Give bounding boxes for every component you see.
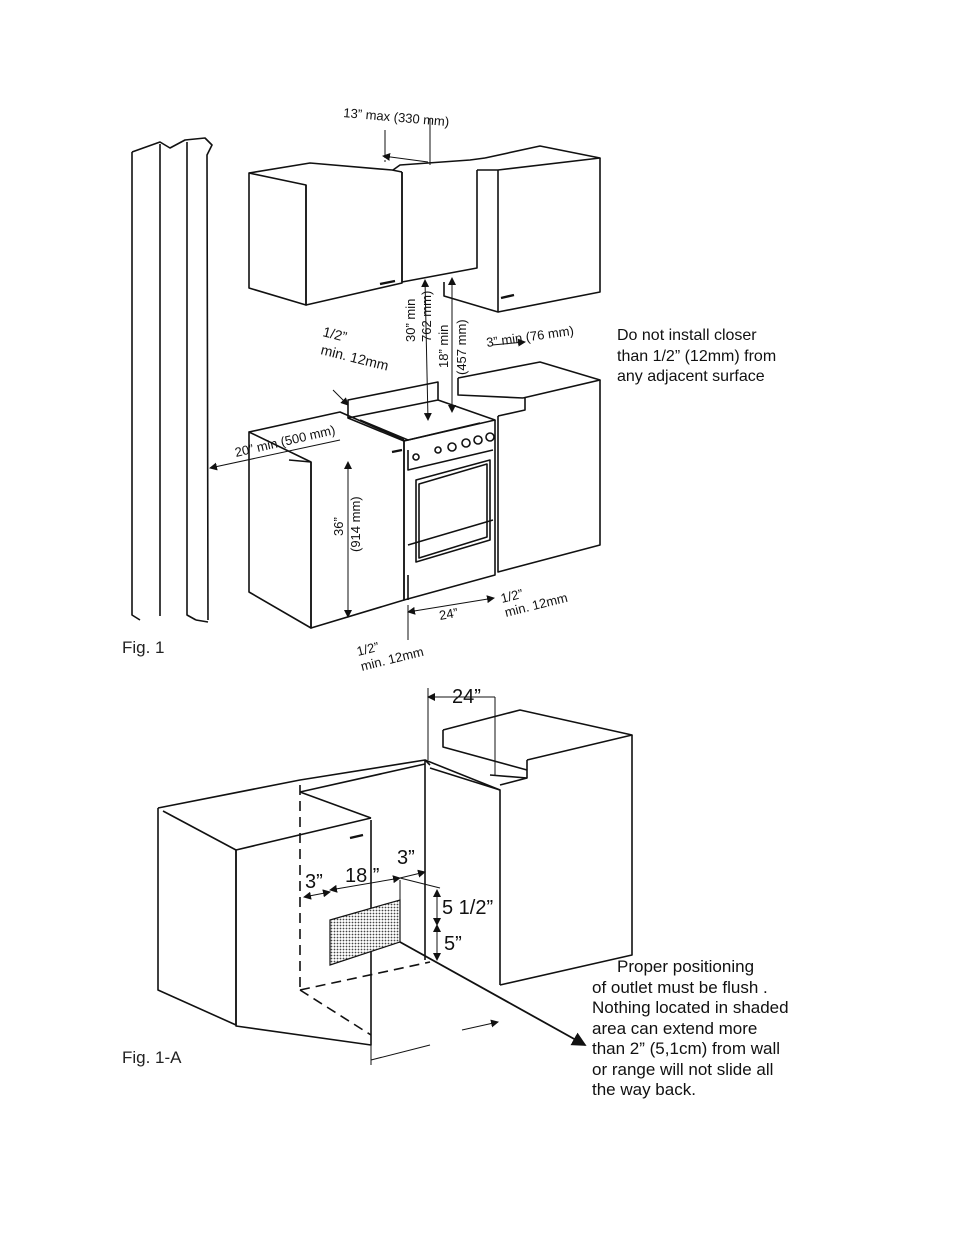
dim-right-gap-a: 1/2” bbox=[499, 586, 524, 606]
fig1a-left-cabinet bbox=[157, 759, 431, 1046]
fig1-note: Do not install closer than 1/2” (12mm) f… bbox=[617, 326, 776, 388]
fig1a-caption: Fig. 1-A bbox=[122, 1048, 182, 1067]
fig1-note-line: any adjacent surface bbox=[617, 368, 765, 385]
fig1-dimension-lines bbox=[209, 152, 526, 640]
fig1a-note-line: area can extend more bbox=[592, 1018, 758, 1038]
dim-hood-gap: 13” max (330 mm) bbox=[343, 105, 450, 129]
fig1a-dim-width: 24” bbox=[452, 686, 481, 708]
upper-cabinets bbox=[248, 118, 601, 313]
range-drawing bbox=[347, 381, 496, 601]
fig1a-dimension-lines bbox=[303, 688, 587, 1065]
dim-side-gap-b: min. 12mm bbox=[319, 341, 390, 373]
dim-cabinet-clearance-b: 762 mm) bbox=[419, 291, 434, 342]
dim-back-min: 3” min (76 mm) bbox=[485, 323, 574, 350]
fig1a-dim-left: 3” bbox=[305, 871, 323, 893]
fig1-note-line: than 1/2” (12mm) from bbox=[617, 347, 777, 365]
fig1a-dim-bottom: 5” bbox=[444, 933, 462, 955]
dim-left-gap-a: 1/2” bbox=[355, 639, 380, 659]
fig1a-dim-right: 3” bbox=[397, 847, 415, 869]
fig1a-note: Proper positioning of outlet must be flu… bbox=[592, 957, 789, 1101]
fig1a-note-line: or range will not slide all bbox=[592, 1059, 774, 1079]
fig1a-right-cabinet bbox=[424, 709, 633, 986]
fig1a-drawing bbox=[157, 709, 633, 1046]
fig1a-wall-outline bbox=[299, 785, 431, 1036]
fig1a-note-line: Proper positioning bbox=[617, 957, 755, 976]
fig1-note-line: Do not install closer bbox=[617, 327, 757, 344]
fig1a-dim-outlet-width: 18 ” bbox=[345, 865, 379, 887]
dim-side-gap-a: 1/2” bbox=[321, 323, 349, 344]
dim-height-b: (914 mm) bbox=[348, 496, 363, 552]
lower-right-cabinet bbox=[457, 361, 601, 573]
dim-depth: 20” min (500 mm) bbox=[233, 422, 336, 460]
dim-wall-cabinet-b: (457 mm) bbox=[454, 319, 469, 375]
fig1a-note-line: Nothing located in shaded bbox=[592, 998, 789, 1017]
dim-width: 24” bbox=[438, 605, 459, 623]
dim-wall-cabinet-a: 18” min bbox=[436, 325, 451, 368]
fig1a-labels: 24” 3” 18 ” 3” 5 1/2” 5” bbox=[305, 686, 493, 955]
fig1-caption: Fig. 1 bbox=[122, 638, 165, 657]
side-wall-column bbox=[131, 137, 213, 623]
fig1a-note-line: of outlet must be flush . bbox=[592, 977, 768, 997]
fig1a-note-line: than 2” (5,1cm) from wall bbox=[592, 1039, 780, 1058]
outlet-shaded-area bbox=[329, 899, 401, 966]
fig1a-dim-outlet-height: 5 1/2” bbox=[442, 897, 493, 919]
dim-height-a: 36” bbox=[331, 517, 346, 536]
fig1a-note-line: the way back. bbox=[592, 1080, 696, 1099]
fig1-drawing bbox=[131, 118, 601, 629]
dim-cabinet-clearance-a: 30” min bbox=[403, 299, 418, 342]
